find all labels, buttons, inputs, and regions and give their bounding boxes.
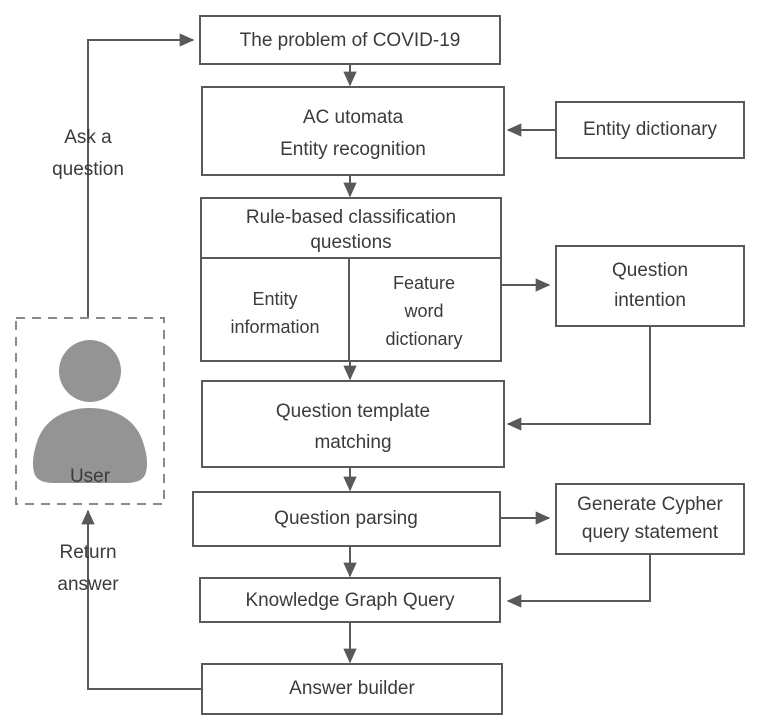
user-avatar-icon xyxy=(32,340,148,483)
node-answer-builder[interactable]: Answer builder xyxy=(201,663,503,715)
knowledge-graph-query-box xyxy=(199,577,501,623)
node-rule-based-block[interactable]: Rule-based classification questions Enti… xyxy=(200,197,502,362)
question-parsing-box xyxy=(192,491,501,547)
template-matching-line1: Question template xyxy=(276,401,430,422)
return-answer-line2: answer xyxy=(57,574,119,595)
rule-based-outer-box xyxy=(200,197,502,362)
node-entity-dictionary[interactable]: Entity dictionary xyxy=(555,101,745,159)
entity-information-line2: information xyxy=(230,317,319,337)
ac-automata-box xyxy=(201,86,505,176)
generate-cypher-line2: query statement xyxy=(582,522,719,543)
problem-box xyxy=(199,15,501,65)
node-question-intention[interactable]: Question intention xyxy=(555,245,745,327)
node-problem-of-covid19[interactable]: The problem of COVID-19 xyxy=(199,15,501,65)
feature-word-line3: dictionary xyxy=(385,329,462,349)
question-intention-line2: intention xyxy=(614,290,686,311)
connector-answer-builder-to-user xyxy=(81,509,202,690)
template-matching-line2: matching xyxy=(314,432,391,453)
connector-question-intention-to-template-matching xyxy=(506,326,651,431)
knowledge-graph-query-label: Knowledge Graph Query xyxy=(245,590,455,611)
feature-word-line1: Feature xyxy=(393,273,455,293)
node-generate-cypher[interactable]: Generate Cypher query statement xyxy=(555,483,745,555)
answer-builder-box xyxy=(201,663,503,715)
problem-label: The problem of COVID-19 xyxy=(240,30,461,51)
edge-label-return-answer: Return answer xyxy=(57,542,119,595)
question-template-matching-box xyxy=(201,380,505,468)
rule-based-line2: questions xyxy=(310,232,391,253)
node-ac-automata[interactable]: AC utomata Entity recognition xyxy=(201,86,505,176)
return-answer-line1: Return xyxy=(59,542,116,563)
answer-builder-label: Answer builder xyxy=(289,678,415,699)
edge-label-ask-a-question: Ask a question xyxy=(52,127,124,180)
node-question-parsing[interactable]: Question parsing xyxy=(192,491,501,547)
feature-word-line2: word xyxy=(403,301,443,321)
entity-dictionary-label: Entity dictionary xyxy=(583,119,718,140)
generate-cypher-box xyxy=(555,483,745,555)
entity-dictionary-box xyxy=(555,101,745,159)
question-intention-box xyxy=(555,245,745,327)
node-feature-word-dictionary[interactable]: Feature word dictionary xyxy=(385,273,462,349)
entity-information-line1: Entity xyxy=(252,289,297,309)
user-node[interactable]: User xyxy=(15,317,165,505)
node-entity-information[interactable]: Entity information xyxy=(230,289,319,337)
ac-automata-line1: AC utomata xyxy=(303,107,404,128)
node-question-template-matching[interactable]: Question template matching xyxy=(201,380,505,468)
ac-automata-line2: Entity recognition xyxy=(280,139,426,160)
connector-generate-cypher-to-knowledge-graph-query xyxy=(506,554,651,608)
generate-cypher-line1: Generate Cypher xyxy=(577,494,723,515)
ask-question-line1: Ask a xyxy=(64,127,112,148)
user-label: User xyxy=(70,466,111,487)
ask-question-line2: question xyxy=(52,159,124,180)
rule-based-line1: Rule-based classification xyxy=(246,207,456,228)
node-knowledge-graph-query[interactable]: Knowledge Graph Query xyxy=(199,577,501,623)
question-intention-line1: Question xyxy=(612,260,688,281)
question-parsing-label: Question parsing xyxy=(274,508,418,529)
connector-user-to-problem xyxy=(87,33,195,318)
